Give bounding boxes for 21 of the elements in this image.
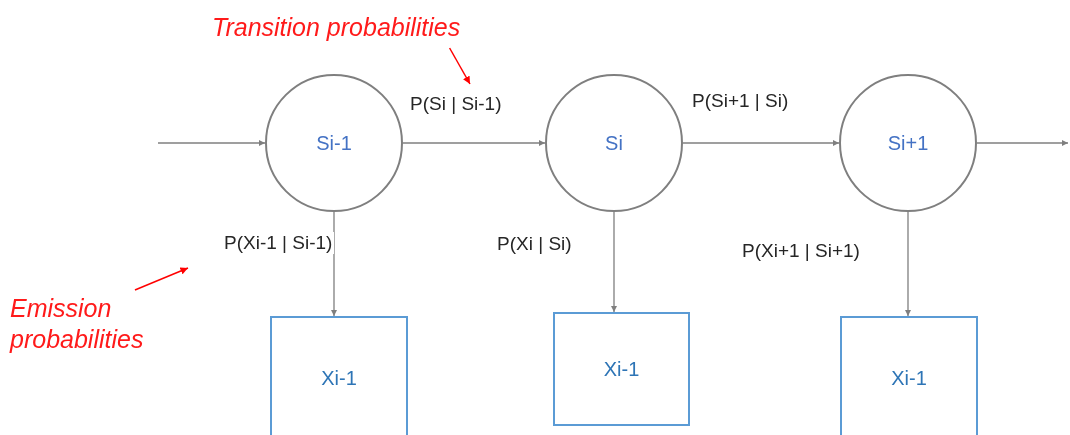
observation-label: Xi-1 — [891, 367, 927, 390]
state-label: Si+1 — [887, 131, 929, 155]
observation-label: Xi-1 — [321, 367, 357, 390]
leader-arrow — [134, 267, 189, 291]
state-label: Si — [605, 131, 623, 155]
observation-box — [270, 316, 408, 435]
annotation-text: Transition probabilities — [212, 12, 461, 44]
annotation-text: Emission probabilities — [10, 292, 145, 355]
observation-label: Xi-1 — [603, 357, 640, 381]
state-label: Si-1 — [316, 131, 352, 155]
arrow — [402, 139, 546, 147]
observation-box — [840, 316, 978, 435]
edge-label: P(Xi-1 | Si-1) — [222, 232, 335, 254]
observation-box — [553, 312, 690, 426]
arrow — [682, 139, 840, 147]
arrow — [976, 139, 1069, 147]
leader-arrow — [448, 47, 471, 85]
arrow — [157, 139, 266, 147]
arrow — [610, 211, 618, 313]
arrow — [904, 211, 912, 317]
arrow — [330, 211, 338, 317]
